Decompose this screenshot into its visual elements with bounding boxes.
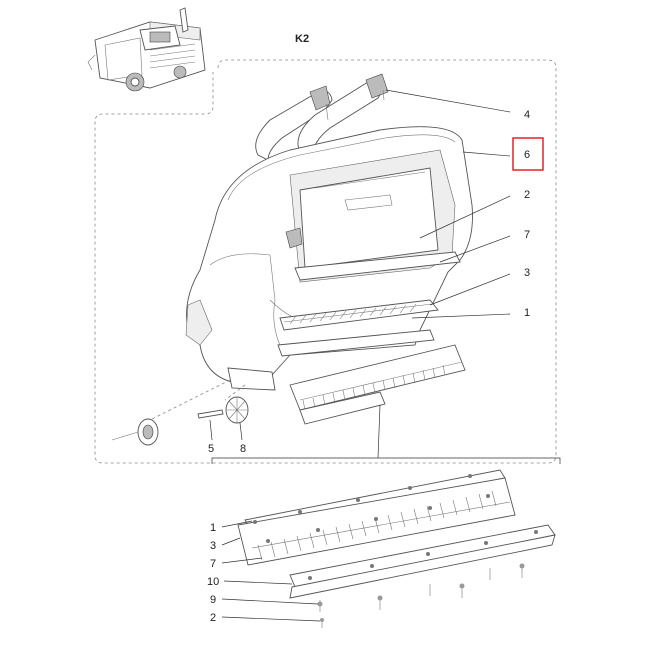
callout-2-top: 2 bbox=[524, 189, 530, 201]
callout-6-highlight bbox=[512, 137, 544, 171]
callout-2-bottom: 2 bbox=[210, 612, 216, 624]
roller-wheel bbox=[111, 418, 159, 446]
axis-line bbox=[149, 379, 231, 421]
handle-part bbox=[255, 73, 389, 161]
axle-5 bbox=[197, 409, 224, 419]
callout-6: 6 bbox=[524, 149, 530, 161]
assembly-label: K2 bbox=[295, 33, 309, 45]
bracket bbox=[211, 404, 561, 464]
group-boundary bbox=[94, 59, 557, 464]
inner-frame bbox=[277, 251, 461, 357]
wheel-8 bbox=[225, 396, 249, 424]
callouts-bottom: 1 3 7 10 9 2 bbox=[207, 520, 321, 624]
callouts-top: 4 6 2 7 3 1 5 8 bbox=[208, 89, 544, 455]
callout-9: 9 bbox=[210, 594, 216, 606]
front-blade bbox=[289, 344, 466, 425]
exploded-blade-assembly bbox=[237, 469, 556, 628]
callout-4: 4 bbox=[524, 109, 530, 121]
axis-line bbox=[224, 384, 246, 401]
callout-1-bottom: 1 bbox=[210, 522, 216, 534]
callout-3-bottom: 3 bbox=[210, 540, 216, 552]
callout-10: 10 bbox=[207, 576, 219, 588]
callout-3-top: 3 bbox=[524, 267, 530, 279]
machine-thumbnail bbox=[87, 7, 206, 92]
callout-1-top: 1 bbox=[524, 307, 530, 319]
callout-7-top: 7 bbox=[524, 229, 530, 241]
callout-5: 5 bbox=[208, 443, 214, 455]
callout-7-bottom: 7 bbox=[210, 558, 216, 570]
hood-housing bbox=[185, 126, 473, 391]
callout-8: 8 bbox=[240, 443, 246, 455]
